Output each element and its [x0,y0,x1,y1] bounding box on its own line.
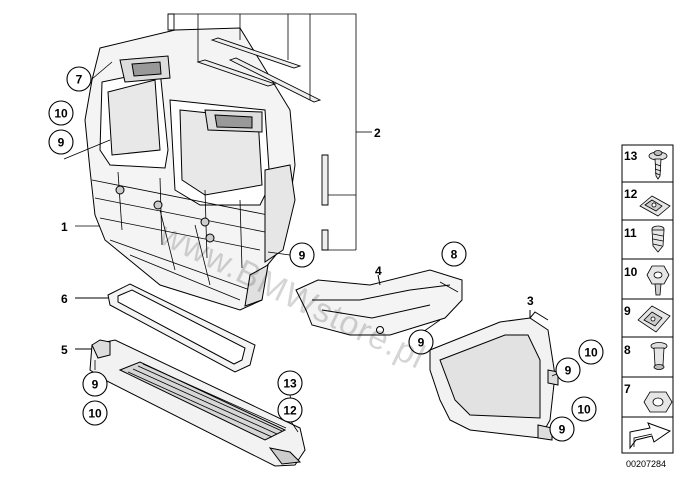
callout-9[interactable]: 9 [82,371,108,397]
svg-text:9: 9 [58,136,65,150]
svg-text:13: 13 [283,377,297,391]
callout-10[interactable]: 10 [48,100,74,126]
svg-text:13: 13 [624,149,638,163]
clip-nut-icon [639,195,671,217]
push-rivet-icon [650,342,668,370]
hex-nut-icon [643,391,673,413]
expanding-rivet-icon [651,225,665,253]
air-duct-frame [84,27,296,311]
hardware-item-7[interactable]: 7 [624,382,673,413]
svg-text:9: 9 [92,378,99,392]
callout-9[interactable]: 9 [48,129,74,155]
part-label-3[interactable]: 3 [527,294,534,308]
svg-text:9: 9 [559,423,566,437]
callout-13[interactable]: 13 [277,370,303,396]
svg-text:10: 10 [584,346,598,360]
svg-text:9: 9 [299,249,306,263]
svg-text:12: 12 [624,187,638,201]
hardware-item-10[interactable]: 10 [624,265,670,296]
callout-10[interactable]: 10 [578,339,604,365]
hardware-item-12[interactable]: 12 [624,187,671,217]
hardware-item-13[interactable]: 13 [624,149,668,180]
svg-text:7: 7 [76,73,83,87]
callout-group: 7 10 9 9 8 9 9 10 13 12 9 10 9 10 [48,66,604,442]
svg-text:8: 8 [624,343,631,357]
hardware-item-11[interactable]: 11 [624,225,665,253]
callout-9[interactable]: 9 [549,416,575,442]
part-label-5[interactable]: 5 [61,343,68,357]
svg-text:10: 10 [624,265,638,279]
callout-8[interactable]: 8 [441,241,467,267]
svg-text:10: 10 [88,407,102,421]
hardware-sidebar: 13 12 11 [621,144,674,454]
callout-12[interactable]: 12 [277,397,303,423]
callout-7[interactable]: 7 [66,66,92,92]
svg-text:12: 12 [283,404,297,418]
spring-clip-nut-icon [637,305,671,333]
part-label-4[interactable]: 4 [375,264,382,278]
callout-10[interactable]: 10 [571,396,597,422]
seal-strips [167,13,372,251]
air-duct-right [429,310,559,441]
hardware-item-9[interactable]: 9 [624,304,671,333]
svg-text:11: 11 [624,226,637,240]
callout-9[interactable]: 9 [289,242,315,268]
diagram-id: 00207284 [626,459,667,469]
part-label-1[interactable]: 1 [61,220,68,234]
underbody-panel [75,339,306,467]
direction-arrow-icon [629,422,672,450]
svg-text:9: 9 [624,304,631,318]
part-label-2[interactable]: 2 [374,126,381,140]
svg-text:9: 9 [565,364,572,378]
svg-text:10: 10 [577,403,591,417]
hardware-item-8[interactable]: 8 [624,342,668,370]
hex-collar-nut-icon [646,265,670,296]
callout-9[interactable]: 9 [555,357,581,383]
rubber-seal-frame [75,283,256,373]
callout-9[interactable]: 9 [408,329,434,355]
screw-with-washer-icon [648,150,668,180]
svg-text:7: 7 [624,382,631,396]
svg-text:9: 9 [418,336,425,350]
callout-10[interactable]: 10 [82,400,108,426]
svg-text:10: 10 [54,107,68,121]
part-label-6[interactable]: 6 [61,292,68,306]
air-duct-left [295,269,463,336]
svg-text:8: 8 [451,248,458,262]
